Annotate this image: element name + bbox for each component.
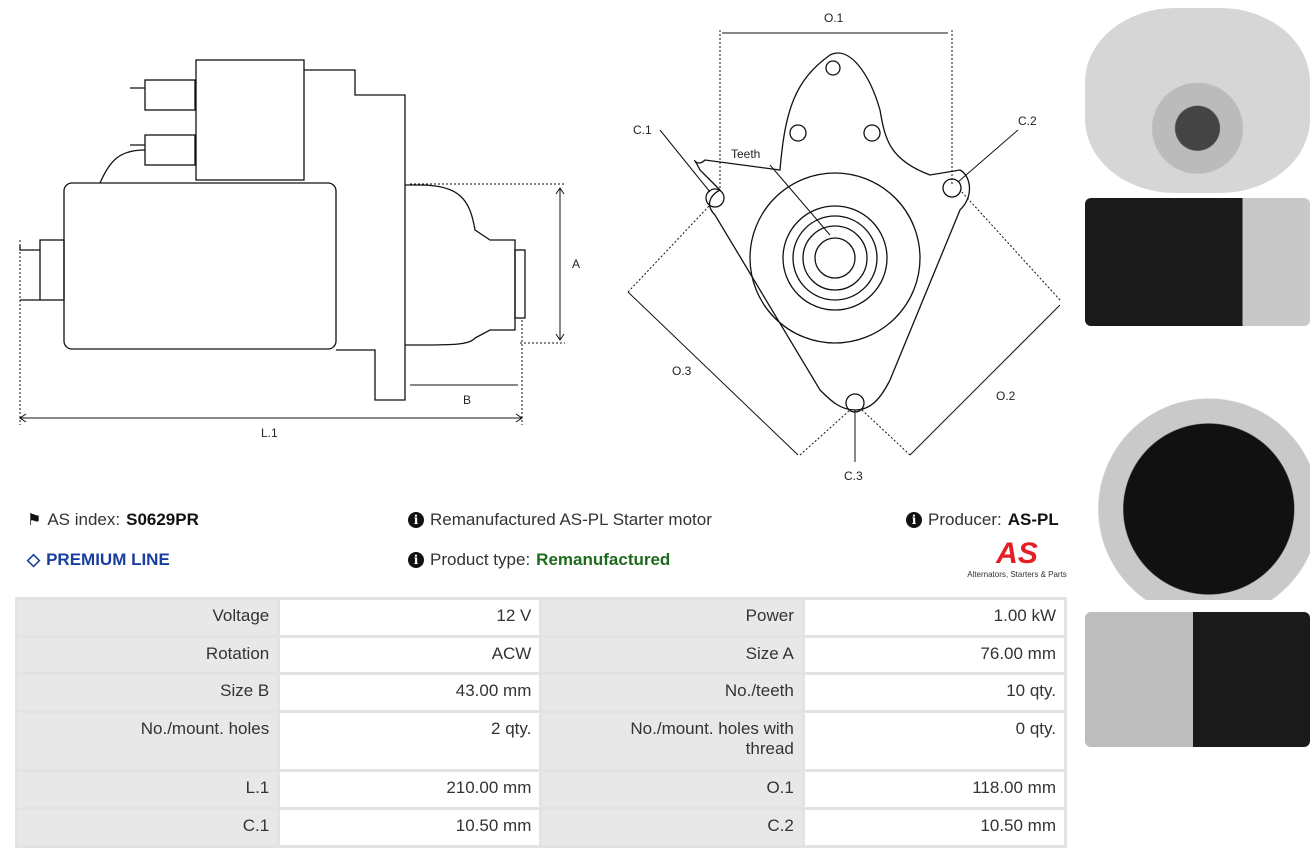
- spec-value: 10 qty.: [801, 672, 1068, 713]
- spec-label: Voltage: [14, 597, 281, 638]
- spec-value: 210.00 mm: [277, 769, 543, 810]
- spec-value: ACW: [277, 635, 543, 675]
- spec-value: 43.00 mm: [277, 672, 543, 713]
- info-icon: i: [408, 552, 424, 568]
- spec-label: No./teeth: [539, 672, 805, 713]
- label-c2: C.2: [1018, 114, 1037, 128]
- front-view-drawing: O.1 O.2 O.3 C.1 C.2 C.3 Teeth: [627, 11, 1061, 483]
- label-a: A: [572, 257, 580, 271]
- product-photo-side[interactable]: [1085, 198, 1310, 326]
- spec-value: 1.00 kW: [801, 597, 1068, 638]
- spec-label: C.1: [14, 807, 281, 848]
- spec-value: 10.50 mm: [801, 807, 1068, 848]
- label-l1: L.1: [261, 426, 278, 440]
- product-type-value: Remanufactured: [536, 550, 671, 569]
- info-icon: i: [408, 512, 424, 528]
- label-o2: O.2: [996, 389, 1016, 403]
- spec-value: 118.00 mm: [801, 769, 1068, 810]
- info-icon: i: [906, 512, 922, 528]
- spec-value: 76.00 mm: [801, 635, 1068, 675]
- producer-value: AS-PL: [1007, 510, 1059, 529]
- spec-label: O.1: [539, 769, 805, 810]
- premium-line-badge: ◇PREMIUM LINE: [27, 550, 170, 569]
- spec-label: Size A: [539, 635, 805, 675]
- label-o3: O.3: [672, 364, 692, 378]
- product-photo-rear[interactable]: [1085, 340, 1310, 600]
- label-c1: C.1: [633, 123, 652, 137]
- product-photo-front[interactable]: [1085, 8, 1310, 193]
- diamond-icon: ◇: [27, 550, 41, 569]
- as-index-value: S0629PR: [126, 510, 199, 529]
- spec-value: 2 qty.: [277, 710, 543, 772]
- label-b: B: [463, 393, 471, 407]
- spec-label: Rotation: [14, 635, 281, 675]
- label-teeth: Teeth: [731, 147, 760, 161]
- spec-label: L.1: [14, 769, 281, 810]
- as-logo: AS Alternators, Starters & Parts: [966, 537, 1068, 579]
- spec-value: 10.50 mm: [277, 807, 543, 848]
- label-o1: O.1: [824, 11, 844, 25]
- spec-label: No./mount. holes with thread: [539, 710, 805, 772]
- label-c3: C.3: [844, 469, 863, 483]
- as-index: ⚑ AS index:S0629PR: [27, 510, 199, 529]
- spec-label: Power: [539, 597, 805, 638]
- spec-label: Size B: [14, 672, 281, 713]
- side-view-drawing: A B L.1: [19, 59, 580, 440]
- tags-icon: ⚑: [27, 512, 42, 529]
- spec-value: 12 V: [277, 597, 543, 638]
- spec-label: C.2: [539, 807, 805, 848]
- spec-value: 0 qty.: [801, 710, 1068, 772]
- spec-label: No./mount. holes: [14, 710, 281, 772]
- product-photo-angle[interactable]: [1085, 612, 1310, 747]
